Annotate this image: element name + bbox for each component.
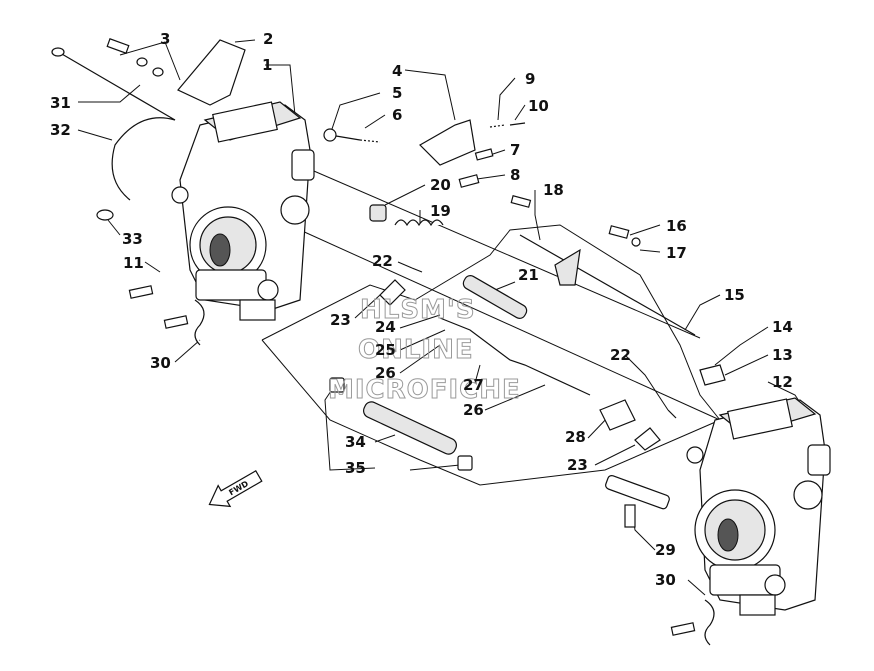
callout-31: 31: [50, 94, 71, 112]
callout-22b: 22: [610, 346, 631, 364]
callout-20: 20: [430, 176, 451, 194]
callout-32: 32: [50, 121, 71, 139]
callout-30a: 30: [150, 354, 171, 372]
callout-34: 34: [345, 433, 366, 451]
callout-7: 7: [510, 141, 520, 159]
callout-11: 11: [123, 254, 144, 272]
callout-15: 15: [724, 286, 745, 304]
callout-28: 28: [565, 428, 586, 446]
callout-26b: 26: [463, 401, 484, 419]
left-carburetor: [171, 101, 315, 321]
callout-12: 12: [772, 373, 793, 391]
callout-16: 16: [666, 217, 687, 235]
callout-17: 17: [666, 244, 687, 262]
callout-4: 4: [392, 62, 402, 80]
callout-3: 3: [160, 30, 170, 48]
watermark-line-1: HLSM'S: [360, 295, 476, 325]
callout-29: 29: [655, 541, 676, 559]
callout-19: 19: [430, 202, 451, 220]
callout-8: 8: [510, 166, 520, 184]
callout-24: 24: [375, 318, 396, 336]
callout-30b: 30: [655, 571, 676, 589]
callout-25: 25: [375, 341, 396, 359]
callout-18: 18: [543, 181, 564, 199]
callout-23a: 23: [330, 311, 351, 329]
callout-21: 21: [518, 266, 539, 284]
callout-5: 5: [392, 84, 402, 102]
watermark-line-3: MICROFICHE: [328, 375, 521, 405]
callout-1: 1: [262, 56, 272, 74]
leader-lines: [77, 39, 806, 596]
forward-direction-arrow: FWD: [208, 469, 263, 508]
callout-22a: 22: [372, 252, 393, 270]
callout-26a: 26: [375, 364, 396, 382]
callout-6: 6: [392, 106, 402, 124]
callout-14: 14: [772, 318, 793, 336]
callout-27: 27: [463, 376, 484, 394]
watermark-line-2: ONLINE: [358, 335, 474, 365]
callout-2: 2: [263, 30, 273, 48]
callout-23b: 23: [567, 456, 588, 474]
callout-9: 9: [525, 70, 535, 88]
callout-33: 33: [122, 230, 143, 248]
part-callouts: 1 2 3 4 5 6 7 8 9 10 11 12 13 14 15 16 1…: [50, 30, 793, 589]
small-parts: [51, 38, 726, 646]
callout-13: 13: [772, 346, 793, 364]
watermark: HLSM'S ONLINE MICROFICHE: [328, 295, 521, 406]
callout-35: 35: [345, 459, 366, 477]
right-carburetor: [686, 397, 831, 616]
callout-10: 10: [528, 97, 549, 115]
